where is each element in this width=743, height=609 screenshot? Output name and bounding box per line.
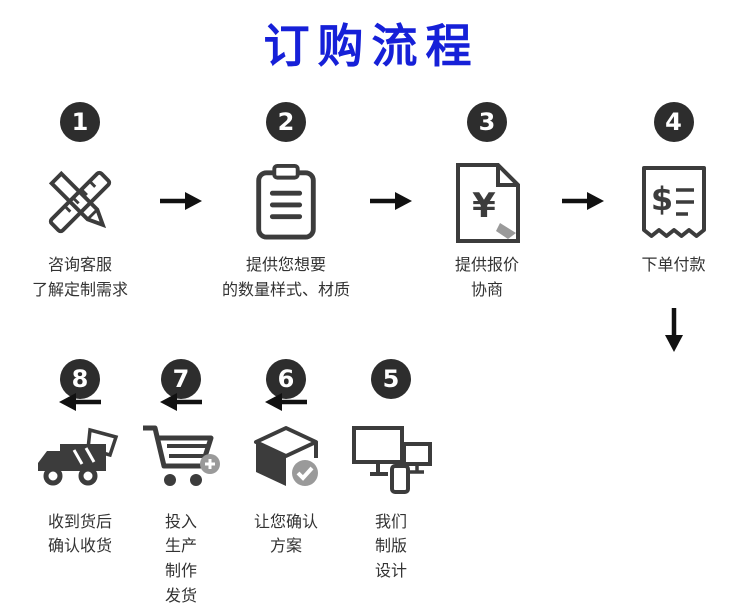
step-label-line: 的数量样式、材质 — [221, 279, 350, 299]
delivery-truck-icon — [34, 411, 126, 506]
step-2-provide-specs: 2 提供您想要 的数量样式、材质 — [202, 102, 370, 303]
step-number-badge: 2 — [266, 102, 306, 142]
step-label: 提供报价 协商 — [455, 253, 519, 303]
step-label-line: 协商 — [470, 279, 503, 299]
step-label-line: 下单付款 — [641, 255, 706, 274]
confirm-box-icon — [244, 411, 328, 506]
page-title: 订购流程 — [263, 19, 480, 73]
step-number-badge: 8 — [60, 358, 100, 399]
svg-text:¥: ¥ — [472, 186, 496, 226]
step-3-quote-negotiate: 3 ¥ 提供报价 协商 — [412, 102, 562, 303]
step-label-line: 生产制作发货 — [164, 536, 197, 605]
step-label-line: 我们制版 — [374, 511, 407, 556]
arrow-right-icon — [370, 190, 412, 303]
step-label-line: 咨询客服 — [47, 255, 112, 274]
arrow-right-icon — [160, 190, 202, 303]
step-label-line: 了解定制需求 — [31, 279, 128, 299]
arrow-right-icon — [562, 190, 604, 303]
step-4-order-payment: 4 $ 下单付款 — [604, 102, 743, 303]
step-label-line: 投入 — [164, 511, 197, 531]
step-label-line: 设计 — [374, 561, 407, 581]
step-label: 咨询客服 了解定制需求 — [32, 253, 128, 303]
svg-text:$: $ — [650, 180, 672, 218]
payment-receipt-icon: $ — [634, 154, 714, 249]
step-label: 收到货后 确认收货 — [48, 510, 112, 560]
step-6-confirm-plan: 6 让您确认 方案 — [202, 358, 370, 609]
step-label: 下单付款 — [641, 253, 705, 278]
clipboard-icon — [247, 154, 325, 249]
step-label: 投入 生产制作发货 — [160, 510, 202, 609]
step-5-plate-design: 5 我们制版 设计 — [352, 358, 432, 609]
step-number-badge: 5 — [371, 358, 411, 399]
step-label-line: 提供您想要 — [245, 255, 326, 274]
design-devices-icon — [348, 411, 434, 506]
quote-document-icon: ¥ — [450, 154, 524, 249]
step-label: 我们制版 设计 — [370, 510, 412, 584]
step-label: 提供您想要 的数量样式、材质 — [222, 253, 350, 303]
pencil-ruler-icon — [37, 154, 123, 249]
step-label-line: 确认收货 — [47, 536, 112, 556]
step-label-line: 让您确认 — [253, 511, 318, 531]
step-1-consult-service: 1 咨询客服 了解定制需求 — [0, 102, 160, 303]
step-label-line: 收到货后 — [47, 511, 112, 531]
step-number-badge: 7 — [161, 358, 201, 399]
arrow-down-icon — [604, 303, 743, 359]
step-8-receive-goods: 8 收到货后 确认收货 — [0, 358, 160, 609]
step-number-badge: 3 — [467, 102, 507, 142]
production-cart-icon — [137, 411, 225, 506]
order-process-flow: 1 咨询客服 了解定制需求 2 — [0, 102, 743, 609]
step-number-badge: 4 — [653, 102, 694, 142]
step-number-badge: 6 — [266, 358, 306, 399]
step-label-line: 提供报价 — [454, 255, 519, 274]
step-label-line: 方案 — [269, 536, 302, 556]
step-number-badge: 1 — [60, 102, 100, 142]
step-label: 让您确认 方案 — [254, 510, 318, 560]
